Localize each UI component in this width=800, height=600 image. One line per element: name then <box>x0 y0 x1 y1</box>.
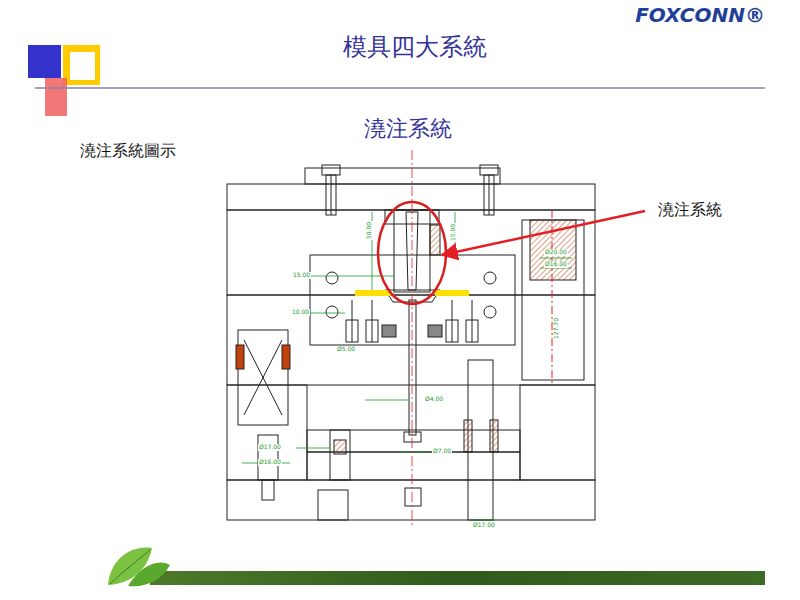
center-line <box>412 150 413 525</box>
highlight-ellipse <box>378 202 446 304</box>
dimension-lines <box>242 212 572 520</box>
yellow-inner <box>70 52 95 80</box>
dimension: Ø5.00 <box>336 346 356 353</box>
parting-highlight <box>435 290 469 296</box>
slide-note: 澆注系統圖示 <box>80 142 176 160</box>
yellow-block <box>63 45 100 85</box>
header-rule <box>35 87 765 89</box>
leaf <box>128 563 170 587</box>
dimension: 15.00 <box>292 272 311 279</box>
dimension: 127.70 <box>553 317 560 340</box>
dimension: Ø4.00 <box>424 396 444 403</box>
callout-label: 澆注系統 <box>658 201 722 219</box>
slide-title: 模具四大系統 <box>343 34 487 60</box>
blue-block <box>28 45 61 78</box>
callout-arrow <box>442 211 645 255</box>
dimension: Ø17.00 <box>258 444 282 451</box>
dimension: Ø16.00 <box>258 459 282 466</box>
dimension: Ø7.00 <box>432 448 452 455</box>
company-logo: FOXCONN® <box>635 4 765 26</box>
leaf-vein <box>110 550 150 584</box>
footer-band <box>150 571 765 585</box>
dimension: 15.00 <box>450 223 457 242</box>
parting-highlight <box>355 290 391 296</box>
dimension: Ø17.00 <box>472 522 496 529</box>
red-block <box>45 78 67 116</box>
dimension: Ø20.00 <box>544 249 568 256</box>
dimension: Ø16.00 <box>544 261 568 268</box>
section-heading: 澆注系統 <box>364 117 452 141</box>
mold-drawing <box>227 165 595 520</box>
dimension: 10.00 <box>291 309 310 316</box>
dimension: 50.00 <box>366 221 373 240</box>
